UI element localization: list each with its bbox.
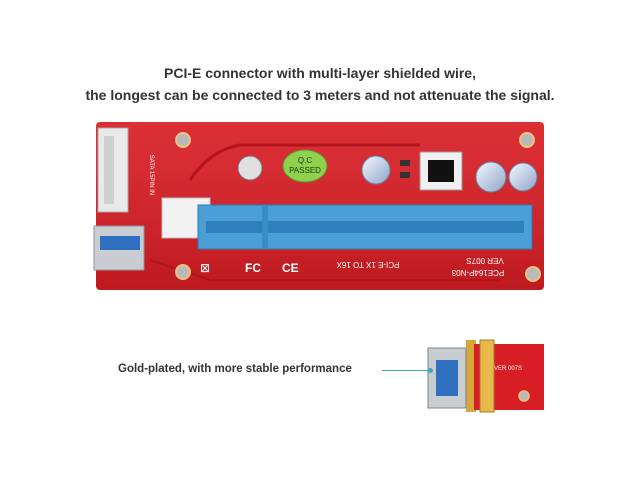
qc-label-2: PASSED bbox=[289, 166, 321, 175]
usb-tongue bbox=[100, 236, 140, 250]
headline-line-1: PCI-E connector with multi-layer shielde… bbox=[164, 65, 476, 81]
small-card-version: VER 007S bbox=[494, 366, 522, 372]
regulator-chip-core bbox=[428, 160, 454, 182]
pcb-trace bbox=[188, 143, 420, 181]
board-model-label: PCE164P-N03 bbox=[451, 268, 504, 277]
board-slot-label: PCI-E 1X TO 16X bbox=[336, 260, 400, 269]
board-version-label: VER 007S bbox=[466, 256, 503, 265]
callout-dot bbox=[428, 368, 433, 373]
gold-finger-edge bbox=[466, 340, 476, 412]
smd-component bbox=[400, 160, 410, 166]
mount-hole bbox=[175, 132, 191, 148]
headline-line-2: the longest can be connected to 3 meters… bbox=[85, 87, 555, 103]
gold-plated-callout: Gold-plated, with more stable performanc… bbox=[118, 363, 352, 375]
pcie-1x-connector bbox=[479, 339, 495, 413]
sata-slot bbox=[104, 136, 114, 204]
capacitor bbox=[508, 162, 538, 192]
qc-label-1: Q.C bbox=[298, 156, 312, 165]
mount-hole bbox=[519, 132, 535, 148]
qc-passed-sticker bbox=[282, 149, 328, 183]
small-riser-card: VER 007S bbox=[427, 339, 544, 413]
mount-hole bbox=[525, 266, 541, 282]
capacitor bbox=[475, 161, 507, 193]
callout-line bbox=[382, 370, 430, 371]
small-mount-hole bbox=[518, 390, 530, 402]
fc-mark: FC bbox=[245, 261, 261, 275]
pcie-slot-groove bbox=[206, 221, 524, 233]
pcie-slot-key bbox=[262, 205, 268, 249]
ce-mark: CE bbox=[282, 261, 299, 275]
mount-hole bbox=[175, 264, 191, 280]
weee-mark: ⊠ bbox=[200, 261, 210, 275]
board-sata-label: SATA 15PIN IN bbox=[148, 155, 154, 195]
capacitor bbox=[237, 155, 263, 181]
smd-component bbox=[400, 172, 410, 178]
pcb-trace bbox=[149, 259, 500, 281]
headline: PCI-E connector with multi-layer shielde… bbox=[0, 62, 640, 106]
small-usb-tongue bbox=[436, 360, 458, 396]
capacitor bbox=[361, 155, 391, 185]
riser-board: Q.C PASSED PCE164P-N03 VER 007S PCI-E 1X… bbox=[93, 122, 544, 290]
